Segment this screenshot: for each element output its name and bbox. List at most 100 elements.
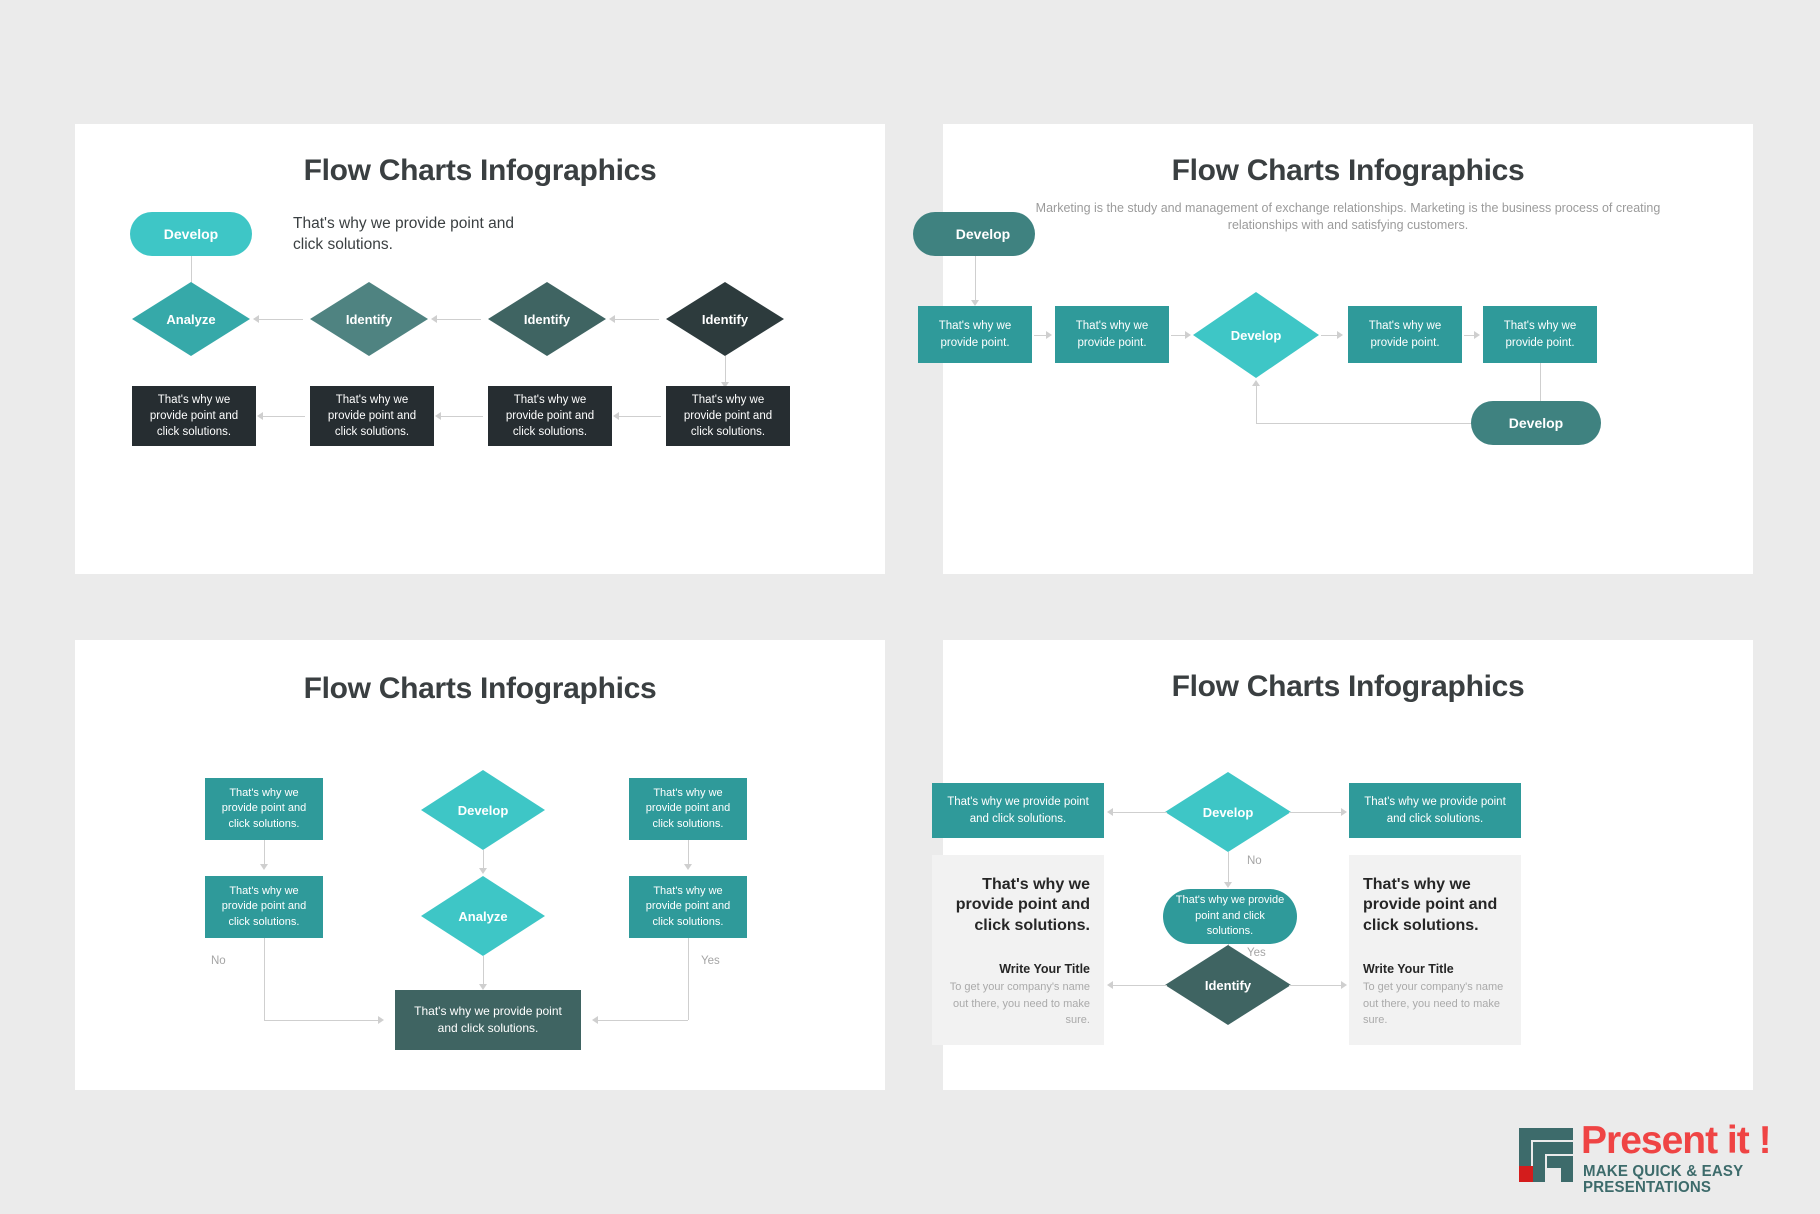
slide2-box-1[interactable]: That's why we provide point. [918, 306, 1032, 363]
slide3-diamond-develop-label: Develop [457, 802, 509, 818]
slide4-arrow-left-bottom [1107, 981, 1113, 989]
slide2-arrow-right-dia-b3 [1337, 331, 1343, 339]
slide2-connector-start-down [975, 256, 976, 302]
slide3-diamond-develop[interactable]: Develop [421, 770, 545, 850]
slide3-arrow-down-center-2 [479, 984, 487, 990]
slide4-arrow-right-top [1341, 808, 1347, 816]
slide3-elbow-right-v [688, 938, 689, 1020]
present-it-logo-wordmark: Present it ! [1581, 1119, 1772, 1162]
slide3-edge-label-yes: Yes [701, 955, 720, 967]
slide3-elbow-left-h [264, 1020, 380, 1021]
slide1-connector-d4-down [725, 356, 726, 386]
slide4-connector-identify-to-left [1111, 985, 1167, 986]
slide3-arrow-left-into-result [592, 1016, 598, 1024]
slide3-right-box-1-text: That's why we provide point and click so… [645, 786, 731, 830]
slide3-left-box-2[interactable]: That's why we provide point and click so… [205, 876, 323, 938]
slide2-subtitle: Marketing is the study and management of… [1035, 201, 1661, 232]
slide1-connector-b3-b2 [439, 416, 483, 417]
slide2-box-3-text: That's why we provide point. [1368, 320, 1442, 349]
slide2-start-develop[interactable]: Develop [913, 212, 1035, 256]
slide3-left-box-1[interactable]: That's why we provide point and click so… [205, 778, 323, 840]
slide1-arrow-left-d4-d3 [609, 315, 615, 323]
slide-panel-4: Flow Charts Infographics That's why we p… [932, 640, 1753, 1090]
slide1-diamond-analyze-label: Analyze [166, 311, 216, 327]
slide3-right-box-2[interactable]: That's why we provide point and click so… [629, 876, 747, 938]
slide4-middle-pill[interactable]: That's why we provide point and click so… [1163, 889, 1297, 944]
slide1-box-2[interactable]: That's why we provide point and click so… [310, 386, 434, 446]
slide2-end-develop[interactable]: Develop [1471, 401, 1601, 445]
slide1-diamond-analyze[interactable]: Analyze [132, 282, 250, 356]
slide1-box-3-text: That's why we provide point and click so… [505, 393, 595, 439]
slide2-box-2-text: That's why we provide point. [1075, 320, 1149, 349]
slide1-arrow-left-d2-d1 [253, 315, 259, 323]
slide4-connector-dia-to-right [1289, 812, 1345, 813]
slide3-connector-dia-1-2 [483, 850, 484, 872]
slide1-box-4[interactable]: That's why we provide point and click so… [666, 386, 790, 446]
slide2-connector-b3-b4 [1464, 335, 1476, 336]
slide2-box-3[interactable]: That's why we provide point. [1348, 306, 1462, 363]
slide1-diamond-identify-2-label: Identify [523, 311, 571, 327]
slide3-right-box-1[interactable]: That's why we provide point and click so… [629, 778, 747, 840]
slide4-left-panel-subheading: Write Your Title [999, 962, 1090, 977]
slide3-result-box[interactable]: That's why we provide point and click so… [395, 990, 581, 1050]
slide2-decision-develop-label: Develop [1230, 327, 1282, 343]
slide1-arrow-left-b2-b1 [257, 412, 263, 420]
slide1-callout: That's why we provide point and click so… [293, 215, 514, 253]
slide4-edge-label-yes: Yes [1247, 947, 1266, 959]
slide1-connector-b4-b3 [617, 416, 661, 417]
slide4-middle-pill-text: That's why we provide point and click so… [1175, 894, 1285, 938]
slide2-arrow-down-1 [971, 300, 979, 306]
slide1-title: Flow Charts Infographics [303, 154, 657, 187]
slide2-box-4[interactable]: That's why we provide point. [1483, 306, 1597, 363]
slide1-diamond-identify-3[interactable]: Identify [666, 282, 784, 356]
slide1-connector-b2-b1 [261, 416, 305, 417]
slide2-arrow-right-b1-b2 [1046, 331, 1052, 339]
slide2-return-h [1256, 423, 1541, 424]
slide-panel-3: Flow Charts Infographics That's why we p… [75, 640, 885, 1090]
present-it-logo-tagline: MAKE QUICK & EASY PRESENTATIONS [1583, 1163, 1744, 1196]
slide2-return-v-right [1540, 363, 1541, 423]
slide4-connector-dia-to-left [1111, 812, 1167, 813]
slide4-arrow-down-no [1224, 882, 1232, 888]
slide2-box-2[interactable]: That's why we provide point. [1055, 306, 1169, 363]
slide3-diamond-analyze[interactable]: Analyze [421, 876, 545, 956]
slide1-box-1-text: That's why we provide point and click so… [149, 393, 239, 439]
slide4-top-left-box[interactable]: That's why we provide point and click so… [932, 783, 1104, 838]
slide4-left-panel: That's why we provide point and click so… [932, 855, 1104, 1045]
slide4-right-panel-body: To get your company's name out there, yo… [1363, 981, 1504, 1027]
slide4-left-panel-body: To get your company's name out there, yo… [949, 981, 1090, 1027]
slide4-right-panel: That's why we provide point and click so… [1349, 855, 1521, 1045]
slide4-top-right-box[interactable]: That's why we provide point and click so… [1349, 783, 1521, 838]
slide3-connector-dia2-result [483, 956, 484, 988]
present-it-logo: Present it ! MAKE QUICK & EASY PRESENTAT… [1517, 1119, 1789, 1195]
slide3-arrow-down-center-1 [479, 868, 487, 874]
slide3-arrow-down-left [260, 864, 268, 870]
slide4-right-panel-heading: That's why we provide point and click so… [1363, 876, 1498, 934]
slide4-top-right-box-text: That's why we provide point and click so… [1364, 796, 1506, 825]
slide3-connector-right-1-2 [688, 840, 689, 868]
slide1-diamond-identify-1[interactable]: Identify [310, 282, 428, 356]
slide3-elbow-right-h [596, 1020, 688, 1021]
slide1-diamond-identify-2[interactable]: Identify [488, 282, 606, 356]
slide2-connector-b2-dia [1171, 335, 1187, 336]
slide1-arrow-left-b3-b2 [435, 412, 441, 420]
slide1-arrow-left-d3-d2 [431, 315, 437, 323]
present-it-logo-mark-icon [1519, 1128, 1573, 1182]
slide1-diamond-identify-3-label: Identify [701, 311, 749, 327]
slide1-box-3[interactable]: That's why we provide point and click so… [488, 386, 612, 446]
slide4-decision-identify[interactable]: Identify [1165, 945, 1291, 1025]
slide2-decision-develop[interactable]: Develop [1193, 292, 1319, 378]
slide4-decision-develop[interactable]: Develop [1165, 772, 1291, 852]
slide2-start-develop-label: Develop [955, 226, 1011, 242]
slide3-title: Flow Charts Infographics [303, 672, 657, 705]
slide1-box-1[interactable]: That's why we provide point and click so… [132, 386, 256, 446]
slide2-box-4-text: That's why we provide point. [1503, 320, 1577, 349]
slide3-result-box-text: That's why we provide point and click so… [414, 1003, 562, 1035]
slide3-right-box-2-text: That's why we provide point and click so… [645, 884, 731, 928]
slide-panel-2: Flow Charts Infographics Marketing is th… [913, 124, 1753, 574]
slide3-arrow-down-right [684, 864, 692, 870]
slide2-connector-dia-b3 [1321, 335, 1339, 336]
slide4-decision-identify-label: Identify [1204, 977, 1252, 993]
slide1-start-develop[interactable]: Develop [130, 212, 252, 256]
slide2-connector-b1-b2 [1034, 335, 1048, 336]
